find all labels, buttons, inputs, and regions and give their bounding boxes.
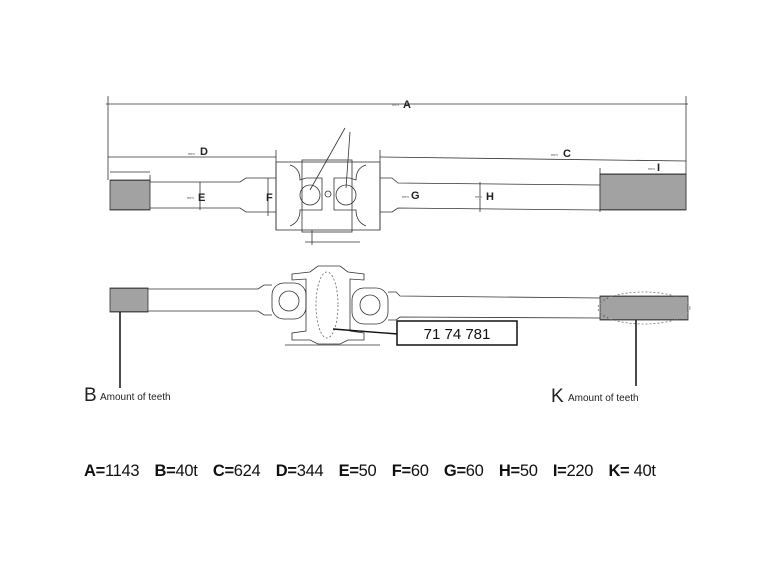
- left-spline-top: [109, 179, 151, 211]
- legend-key: D=: [275, 462, 297, 480]
- legend-key: H=: [498, 462, 520, 480]
- top-view: [106, 96, 688, 245]
- legend-key: B=: [154, 462, 176, 480]
- part-number: 71 74 781: [424, 326, 491, 343]
- teeth-k-highlight: [597, 291, 691, 325]
- right-eye: [351, 287, 389, 325]
- callout-b-letter: B: [84, 385, 97, 406]
- center-yoke-top: [275, 127, 381, 245]
- unit-tag: mm: [187, 195, 194, 200]
- part-number-box: [396, 320, 518, 346]
- legend-item-e: E=50: [339, 462, 377, 480]
- legend-value: 1143: [104, 462, 140, 480]
- dimension-legend: A=1143 B=40t C=624 D=344 E=50 F=60 G=60 …: [84, 462, 667, 481]
- left-shaft-top: [150, 177, 276, 213]
- dimension-label-g: G: [411, 190, 420, 202]
- right-shaft-side: [388, 291, 601, 321]
- right-spline-top: [599, 173, 687, 211]
- unit-tag: mm: [551, 152, 558, 157]
- legend-value: 220: [566, 462, 594, 480]
- left-shaft-side: [148, 284, 272, 316]
- legend-key: E=: [338, 462, 359, 480]
- legend-item-i: I=220: [552, 462, 594, 480]
- side-view: [109, 265, 691, 388]
- legend-key: F=: [391, 462, 411, 480]
- legend-item-d: D=344: [276, 462, 324, 480]
- legend-value: 40t: [629, 462, 656, 480]
- legend-key: A=: [84, 462, 105, 480]
- part-number-highlight: [315, 271, 339, 339]
- legend-value: 624: [233, 462, 261, 480]
- dimension-label-d: D: [200, 146, 208, 158]
- legend-item-a: A=1143: [84, 462, 140, 480]
- dimension-label-i: I: [657, 162, 660, 174]
- unit-tag: mm: [392, 102, 399, 107]
- right-shaft-top: [380, 177, 601, 213]
- dimension-label-f: F: [266, 192, 273, 204]
- unit-tag: mm: [402, 194, 409, 199]
- unit-tag: mm: [648, 166, 655, 171]
- legend-item-c: C=624: [213, 462, 261, 480]
- left-spline-side: [109, 287, 149, 313]
- dimension-label-e: E: [198, 192, 205, 204]
- part-number-leader: [332, 328, 399, 335]
- legend-value: 50: [358, 462, 377, 480]
- legend-key: C=: [212, 462, 234, 480]
- legend-key: I=: [552, 462, 567, 480]
- legend-key: G=: [443, 462, 466, 480]
- dimension-label-c: C: [563, 148, 571, 160]
- legend-key: K=: [608, 462, 630, 480]
- legend-value: 50: [519, 462, 538, 480]
- top-view-labels: mm A mm D mm C mm I mm E F mm G mm H: [187, 99, 660, 204]
- legend-item-g: G=60: [444, 462, 484, 480]
- callout-k-text: Amount of teeth: [568, 393, 639, 404]
- legend-value: 60: [465, 462, 484, 480]
- unit-tag: mm: [188, 151, 195, 156]
- callout-k-letter: K: [551, 386, 564, 407]
- dimension-label-a: A: [403, 99, 411, 111]
- left-eye: [271, 282, 307, 320]
- legend-item-k: K= 40t: [608, 462, 656, 480]
- legend-value: 344: [296, 462, 324, 480]
- dimension-label-h: H: [486, 191, 494, 203]
- legend-value: 60: [410, 462, 429, 480]
- legend-item-f: F=60: [392, 462, 429, 480]
- legend-item-b: B=40t: [155, 462, 198, 480]
- center-cross-side: [285, 265, 380, 346]
- callout-b-text: Amount of teeth: [100, 392, 171, 403]
- legend-value: 40t: [175, 462, 198, 480]
- unit-tag: mm: [475, 194, 482, 199]
- right-spline-side: [599, 295, 689, 321]
- legend-item-h: H=50: [499, 462, 538, 480]
